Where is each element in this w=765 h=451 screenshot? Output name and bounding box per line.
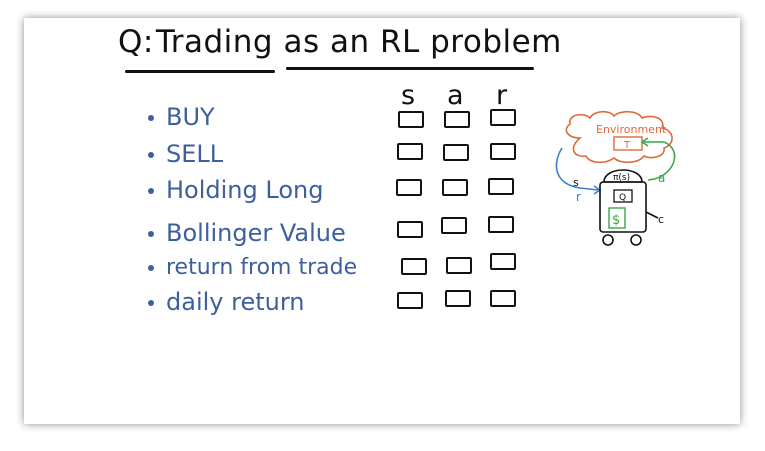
feature-item-buy: BUY [148,103,215,131]
robot-arm [645,211,659,219]
bullet-dot [148,188,154,194]
action-arrow-head [640,137,649,147]
checkbox-return-from-trade-s[interactable] [401,258,427,275]
feature-item-holding-long: Holding Long [148,176,323,204]
checkbox-holding-long-a[interactable] [442,179,468,196]
robot-wheel-right [630,234,642,246]
checkbox-daily-return-a[interactable] [445,290,471,307]
feature-label: Holding Long [166,176,324,204]
bullet-dot [148,152,154,158]
checkbox-daily-return-r[interactable] [490,290,516,307]
checkbox-return-from-trade-a[interactable] [446,257,472,274]
title-underline-right [286,67,534,70]
title-question-prefix: Q: [118,24,154,60]
checkbox-sell-r[interactable] [490,143,516,160]
feature-label: daily return [166,288,305,316]
transition-box [613,136,643,151]
whiteboard-card [24,18,740,424]
checkbox-buy-a[interactable] [444,111,470,128]
policy-label: π(s) [613,173,630,183]
slide-title: Q:Trading as an RL problem [118,24,562,60]
feature-label: Bollinger Value [166,219,346,247]
action-label: a [658,171,665,185]
checkbox-buy-s[interactable] [398,111,424,128]
checkbox-bollinger-value-a[interactable] [441,217,467,234]
checkbox-holding-long-r[interactable] [488,178,514,195]
title-underline-left [125,70,275,73]
environment-label: Environment [596,123,667,136]
feature-item-bollinger-value: Bollinger Value [148,219,346,247]
c-label: c [658,213,664,226]
state-label: s [573,176,579,189]
money-label: $ [612,213,620,228]
bullet-dot [148,265,154,271]
feature-item-daily-return: daily return [148,288,305,316]
checkbox-bollinger-value-r[interactable] [488,216,514,233]
checkbox-daily-return-s[interactable] [397,292,423,309]
feature-label: BUY [166,103,215,131]
action-arrow [644,141,676,181]
checkbox-buy-r[interactable] [490,109,516,126]
money-box [608,207,626,229]
bullet-dot [148,115,154,121]
checkbox-return-from-trade-r[interactable] [490,253,516,270]
column-header-s: s [401,80,416,111]
rl-agent-environment-diagram: Environment T s r a π(s) Q $ c [555,110,676,246]
column-header-r: r [496,80,508,111]
checkbox-sell-a[interactable] [443,144,469,161]
bullet-dot [148,231,154,237]
checkbox-holding-long-s[interactable] [396,179,422,196]
feature-label: return from trade [166,255,358,280]
transition-label: T [623,140,631,151]
environment-cloud-shape [565,110,673,164]
column-header-a: a [447,80,464,111]
q-table-box [613,189,633,203]
reward-label: r [576,190,581,204]
bullet-dot [148,300,154,306]
checkbox-sell-s[interactable] [397,143,423,160]
feature-item-sell: SELL [148,140,223,168]
state-arrow [555,147,599,191]
feature-label: SELL [166,140,224,168]
feature-item-return-from-trade: return from trade [148,255,357,280]
robot-body [599,181,647,233]
checkbox-bollinger-value-s[interactable] [397,221,423,238]
robot-wheel-left [602,234,614,246]
title-text: Trading as an RL problem [155,24,562,60]
q-label: Q [619,193,626,203]
